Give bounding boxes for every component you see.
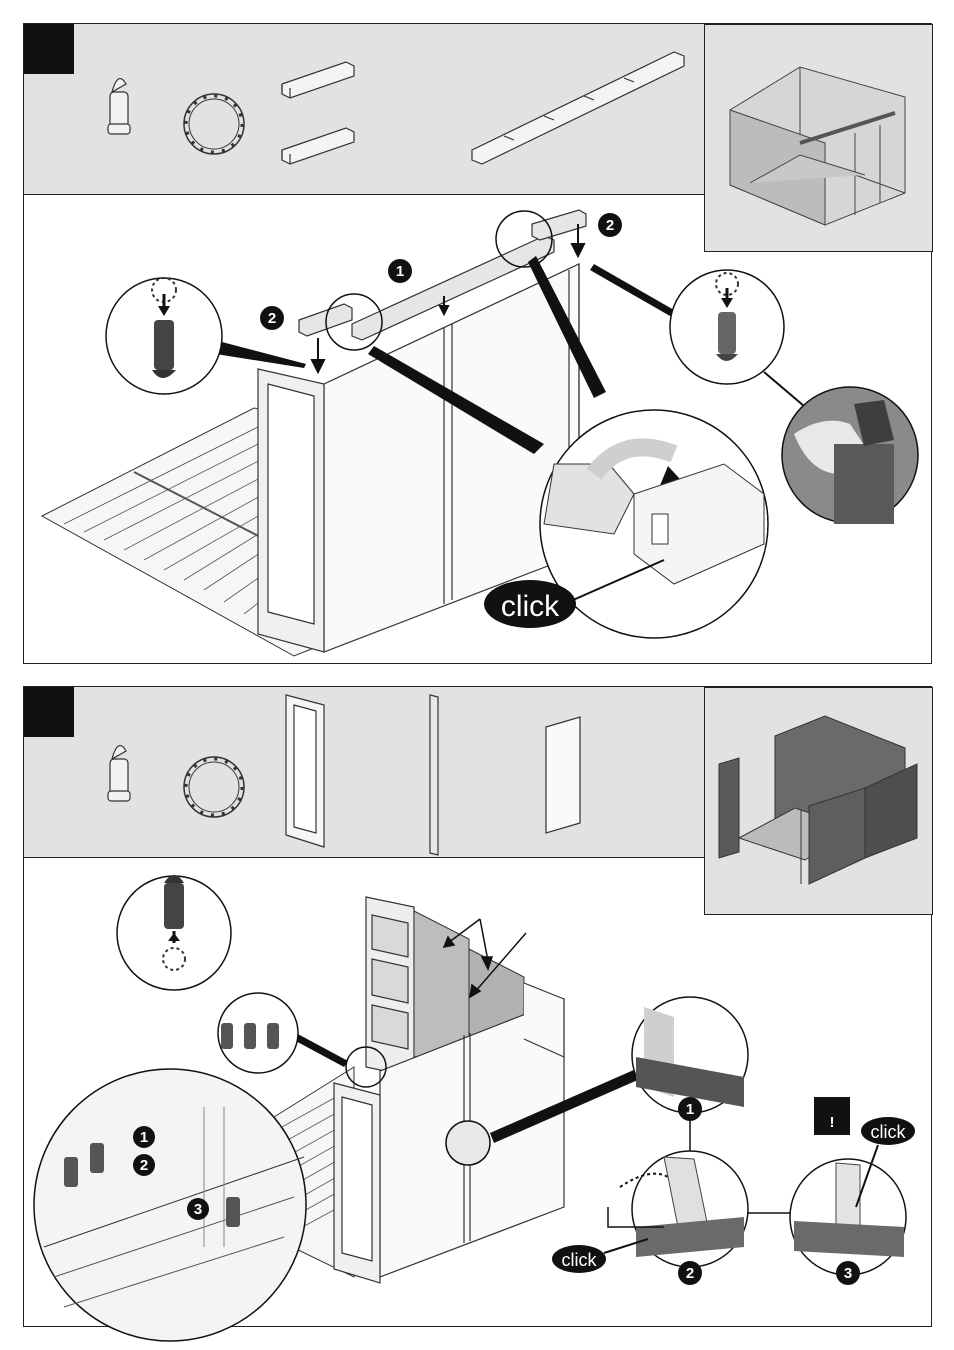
- detail-circle-3: [790, 1159, 906, 1275]
- three-pins-detail: [218, 993, 298, 1073]
- svg-text:2: 2: [140, 1157, 148, 1174]
- warning-icon: !: [814, 1097, 850, 1135]
- step-2-assembly-drawing: 1 2 3 1: [24, 687, 933, 1328]
- svg-text:!: !: [830, 1114, 835, 1131]
- pin-insert-detail-left: [106, 278, 222, 394]
- pin-step-badge-3: 3: [187, 1198, 209, 1220]
- svg-text:click: click: [501, 590, 560, 623]
- pin-step-badge-1: 1: [133, 1126, 155, 1148]
- hand-photo-detail: [782, 387, 918, 524]
- pin-removal-detail: [117, 875, 231, 990]
- svg-text:3: 3: [194, 1201, 202, 1218]
- pin-sequence-detail: [34, 1069, 306, 1341]
- svg-text:2: 2: [686, 1265, 694, 1282]
- svg-text:3: 3: [844, 1265, 852, 1282]
- svg-text:click: click: [562, 1250, 598, 1270]
- pin-step-badge-2: 2: [133, 1154, 155, 1176]
- callout-badge-2-left: 2: [260, 306, 284, 330]
- svg-text:1: 1: [686, 1101, 694, 1118]
- click-label-bottom: click: [552, 1239, 648, 1273]
- step-1-panel: 1 2 2 click: [23, 23, 932, 664]
- svg-text:1: 1: [396, 263, 404, 280]
- detail-circle-2: [632, 1151, 748, 1267]
- svg-text:2: 2: [268, 310, 276, 327]
- click-label: click: [484, 580, 576, 628]
- step-2-panel: 1 2 3 1: [23, 686, 932, 1327]
- callout-badge-2-right: 2: [598, 213, 622, 237]
- callout-badge-1: 1: [388, 259, 412, 283]
- detail-circle-1: [632, 997, 748, 1113]
- step-1-assembly-drawing: 1 2 2 click: [24, 24, 933, 665]
- detail-badge-1: 1: [678, 1097, 702, 1121]
- back-frame: [366, 897, 414, 1077]
- svg-text:1: 1: [140, 1129, 148, 1146]
- detail-badge-3: 3: [836, 1261, 860, 1285]
- pin-insert-detail-right: [670, 270, 784, 384]
- svg-text:click: click: [871, 1122, 907, 1142]
- detail-badge-2: 2: [678, 1261, 702, 1285]
- svg-text:2: 2: [606, 217, 614, 234]
